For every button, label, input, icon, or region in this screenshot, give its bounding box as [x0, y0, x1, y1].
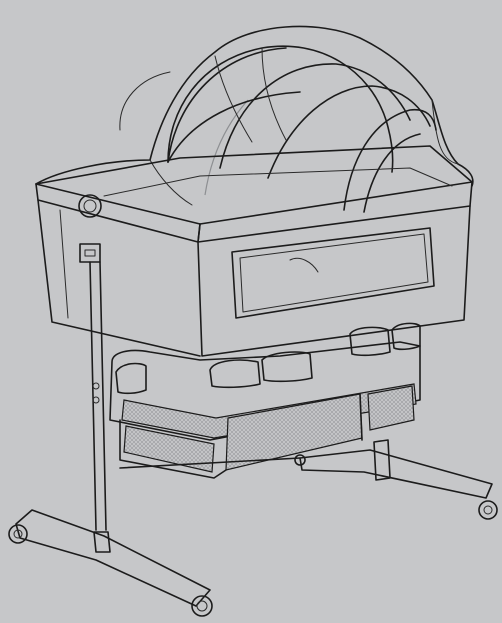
side-panel: [197, 205, 471, 357]
side-pockets: [115, 322, 421, 395]
mosquito-net: [35, 25, 474, 206]
end-panel: [37, 199, 201, 357]
wheels: [8, 454, 498, 617]
leg-post: [78, 194, 107, 531]
canopy-hoops: [167, 45, 437, 213]
base-frame: [15, 439, 493, 607]
storage-basket: [109, 341, 421, 479]
bassinet-top-frame: [35, 145, 473, 243]
